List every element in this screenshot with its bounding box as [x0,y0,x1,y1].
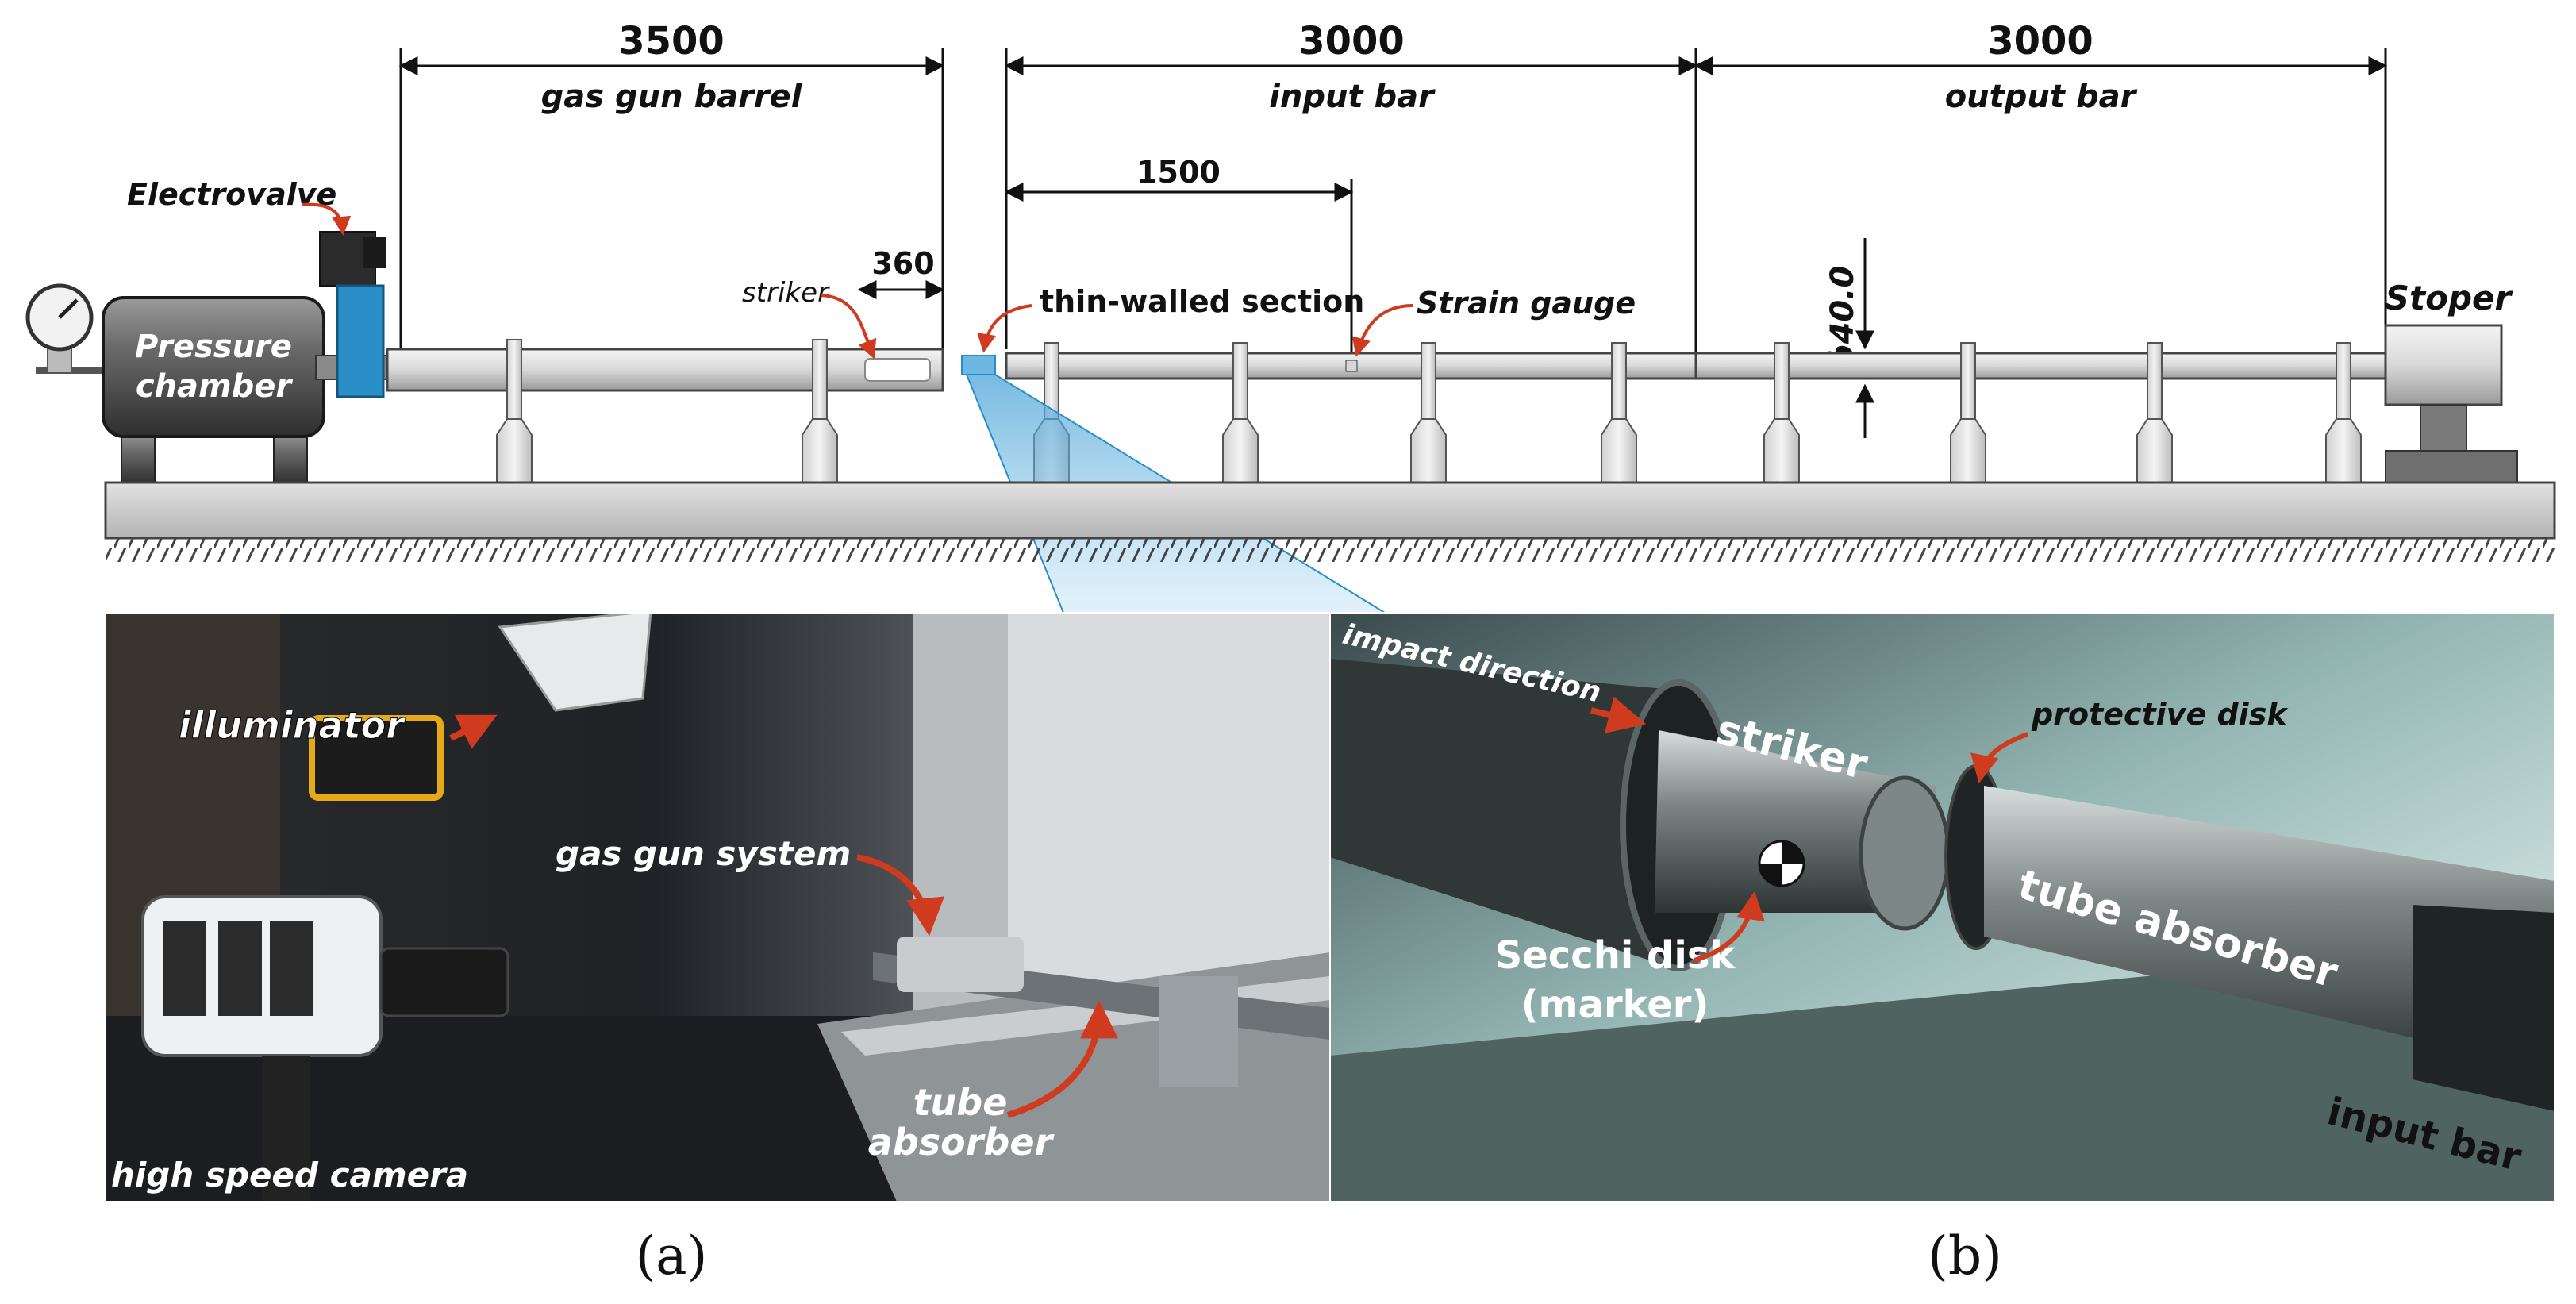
pressure-chamber-label-line1: Pressure [135,329,292,365]
bar-support [1601,342,1637,483]
protective-disk-arrow [1970,732,2029,784]
tube-absorber-label-line1: tube [913,1081,1008,1124]
thin-walled-section-arrow [977,304,1032,353]
label-input-bar: input bar [1269,79,1436,115]
gas-gun-system-arrow [856,854,945,937]
bar-support [2325,342,2362,483]
photo-b: impact direction striker protective disk… [1330,613,2555,1202]
input-bar-rod [2413,905,2555,1111]
secchi-disk-arrow [1694,890,1765,963]
electrovalve: Electrovalve [127,177,392,398]
illuminator-label: illuminator [179,704,406,747]
pressure-gauge [25,283,103,374]
electrovalve-label: Electrovalve [127,177,336,212]
label-gas-gun-barrel: gas gun barrel [541,79,803,115]
schematic: 3500 gas gun barrel 3000 input bar 3000 … [25,19,2556,614]
bar-support [1222,342,1259,483]
striker-arrow [821,294,877,360]
electrovalve-arrow [301,202,352,236]
illuminator-lamp [498,613,652,712]
strain-gauge-label: Strain gauge [1417,286,1636,321]
impact-direction-arrow [1590,696,1647,733]
tube-absorber-label-line2: absorber [868,1121,1055,1164]
pressure-chamber-label-line2: chamber [136,368,294,405]
stoper-label: Stoper [2386,279,2513,317]
tube-absorber-arrow [1006,1000,1118,1118]
thin-walled-section-label: thin-walled section [1040,284,1364,319]
bar-support [1950,342,1986,483]
protective-disk-label: protective disk [2031,697,2289,732]
bar-support [802,339,838,483]
gas-gun-system-label: gas gun system [556,834,851,873]
tube-absorber-rod [1984,786,2555,1071]
gas-gun-barrel [386,348,944,392]
panel-label-a: (a) [636,1225,708,1287]
ground-hatching [106,538,2555,562]
illuminator-arrow [449,714,498,749]
bar-support [1410,342,1447,483]
striker-label: striker [742,277,830,309]
photo-a: illuminator gas gun system tube absorber… [106,613,1330,1202]
illuminator-box [309,715,444,801]
photo-b-frame [1329,612,2555,1202]
panel-label-b: (b) [1928,1225,2002,1287]
strain-gauge-arrow [1351,304,1413,357]
thin-walled-section [961,355,996,375]
striker-barrel [1330,659,1682,968]
bar-support [2136,342,2173,483]
bar-supports [496,339,2362,483]
high-speed-camera-label: high speed camera [111,1156,468,1194]
camera-lens [379,947,509,1017]
dimension-strain-gauge-position: 1500 [1136,155,1221,190]
strain-gauge [1345,360,1358,372]
output-bar [1694,352,2387,380]
secchi-disk-label-line1: Secchi disk [1495,933,1736,978]
label-output-bar: output bar [1945,79,2138,115]
bar-support [496,339,533,483]
dimension-lines [398,56,2388,438]
dimension-gas-gun-barrel: 3500 [618,19,725,63]
dimension-input-bar: 3000 [1298,19,1405,63]
pressure-chamber: Pressure chamber [102,296,325,485]
stoper: Stoper [2384,279,2518,483]
secchi-disk-label-line2: (marker) [1521,983,1709,1027]
dimension-striker: 360 [871,246,934,281]
dimension-output-bar: 3000 [1987,19,2093,63]
bench [104,481,2556,540]
